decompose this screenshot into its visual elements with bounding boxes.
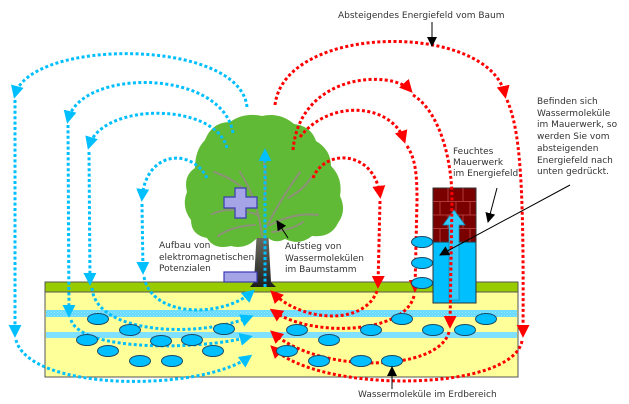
plus-icon xyxy=(223,187,258,219)
field-line-red-outer-arc xyxy=(273,40,510,106)
water-molecule xyxy=(213,323,235,335)
field-line-blue-4-return xyxy=(142,276,255,312)
water-molecule xyxy=(76,334,98,346)
water-molecule xyxy=(276,345,298,357)
water-molecule xyxy=(391,313,413,325)
wall-water-molecule xyxy=(411,277,433,289)
field-line-red-3-arc xyxy=(298,108,408,144)
field-line-blue-2-arc xyxy=(63,80,235,134)
water-molecule xyxy=(150,335,172,347)
field-line-blue-3-down xyxy=(83,151,97,286)
label-line: Feuchtes xyxy=(453,147,494,157)
water-molecule xyxy=(422,324,444,336)
ascending-field-lines xyxy=(8,52,272,383)
field-line-blue-outer-arc xyxy=(11,52,249,108)
label-line: Aufstieg von xyxy=(285,242,342,252)
label-line: elektromagnetischen xyxy=(159,252,255,263)
label-soil-water-text: Wassermoleküle im Erdbereich xyxy=(358,390,497,400)
field-line-red-4-return xyxy=(270,290,379,318)
water-molecule xyxy=(129,355,151,367)
field-line-red-3-down xyxy=(405,145,422,293)
label-line: werden Sie vom xyxy=(537,132,610,143)
water-molecule xyxy=(318,334,340,346)
label-line: Wassermolekülen xyxy=(285,253,364,264)
tree-branches xyxy=(211,154,319,237)
water-molecule xyxy=(360,324,382,336)
label-line: Energiefeld nach xyxy=(537,155,613,166)
pointer-wall-info xyxy=(439,184,571,256)
water-molecule xyxy=(381,355,403,367)
label-line: im Mauerwerk, so xyxy=(537,120,618,131)
label-wall-info: Befinden sich Wassermoleküle im Mauerwer… xyxy=(537,97,617,179)
water-molecule xyxy=(161,355,183,367)
wall-water-molecule xyxy=(411,236,433,248)
annotation-pointers xyxy=(276,22,571,389)
label-soil-water: Wassermoleküle im Erdbereich xyxy=(358,390,497,402)
minus-icon xyxy=(223,271,258,283)
field-line-blue-4-down xyxy=(136,203,150,275)
field-line-red-4-down xyxy=(371,200,385,289)
water-molecule xyxy=(97,345,119,357)
label-line: im Baumstamm xyxy=(285,265,357,276)
field-line-red-2-arc xyxy=(291,77,413,151)
wall-water-molecule xyxy=(411,257,433,269)
water-molecule xyxy=(286,324,308,336)
arrow-up-icon xyxy=(442,209,466,301)
pointer-water-ascent xyxy=(276,220,289,239)
label-line: Befinden sich xyxy=(537,97,598,107)
label-em-potentials: Aufbau von elektromagnetischen Potenzial… xyxy=(159,241,254,276)
water-molecule xyxy=(202,345,224,357)
brick-mortar xyxy=(433,188,476,242)
water-molecule xyxy=(119,324,141,336)
label-line: Aufbau von xyxy=(159,241,211,251)
pointer-wet-wall xyxy=(485,187,498,223)
water-molecule xyxy=(350,355,372,367)
field-line-blue-3-arc xyxy=(85,111,229,150)
field-line-red-2-down xyxy=(412,93,457,329)
water-molecule xyxy=(87,313,109,325)
field-line-blue-2-down xyxy=(62,124,76,318)
label-line: im Energiefeld xyxy=(453,169,519,179)
wet-wall xyxy=(432,187,477,304)
label-descending-field: Absteigendes Energiefeld vom Baum xyxy=(338,11,505,23)
field-line-red-outer-return xyxy=(270,340,524,383)
label-line: Mauerwerk xyxy=(453,158,504,168)
field-line-blue-2-return xyxy=(69,319,253,348)
label-line: unten gedrückt. xyxy=(537,167,609,178)
label-line: Potenzialen xyxy=(159,264,211,275)
water-molecule xyxy=(454,324,476,336)
field-line-red-4-arc xyxy=(311,156,386,199)
label-descending-field-text: Absteigendes Energiefeld vom Baum xyxy=(338,11,505,21)
field-line-blue-3-return xyxy=(90,287,254,331)
label-water-ascent: Aufstieg von Wassermolekülen im Baumstam… xyxy=(285,242,364,277)
label-wet-wall: Feuchtes Mauerwerk im Energiefeld xyxy=(453,147,518,180)
field-line-blue-4-arc xyxy=(136,156,209,202)
label-line: Wassermoleküle xyxy=(537,108,611,119)
water-molecule xyxy=(181,334,203,346)
field-line-red-3-return xyxy=(269,295,416,330)
water-molecule xyxy=(475,313,497,325)
field-line-blue-outer-return xyxy=(14,339,253,383)
tree xyxy=(184,114,344,287)
water-molecules xyxy=(76,236,497,367)
field-line-red-outer-down xyxy=(505,99,530,338)
label-line: absteigenden xyxy=(537,143,599,154)
water-molecule xyxy=(308,355,330,367)
